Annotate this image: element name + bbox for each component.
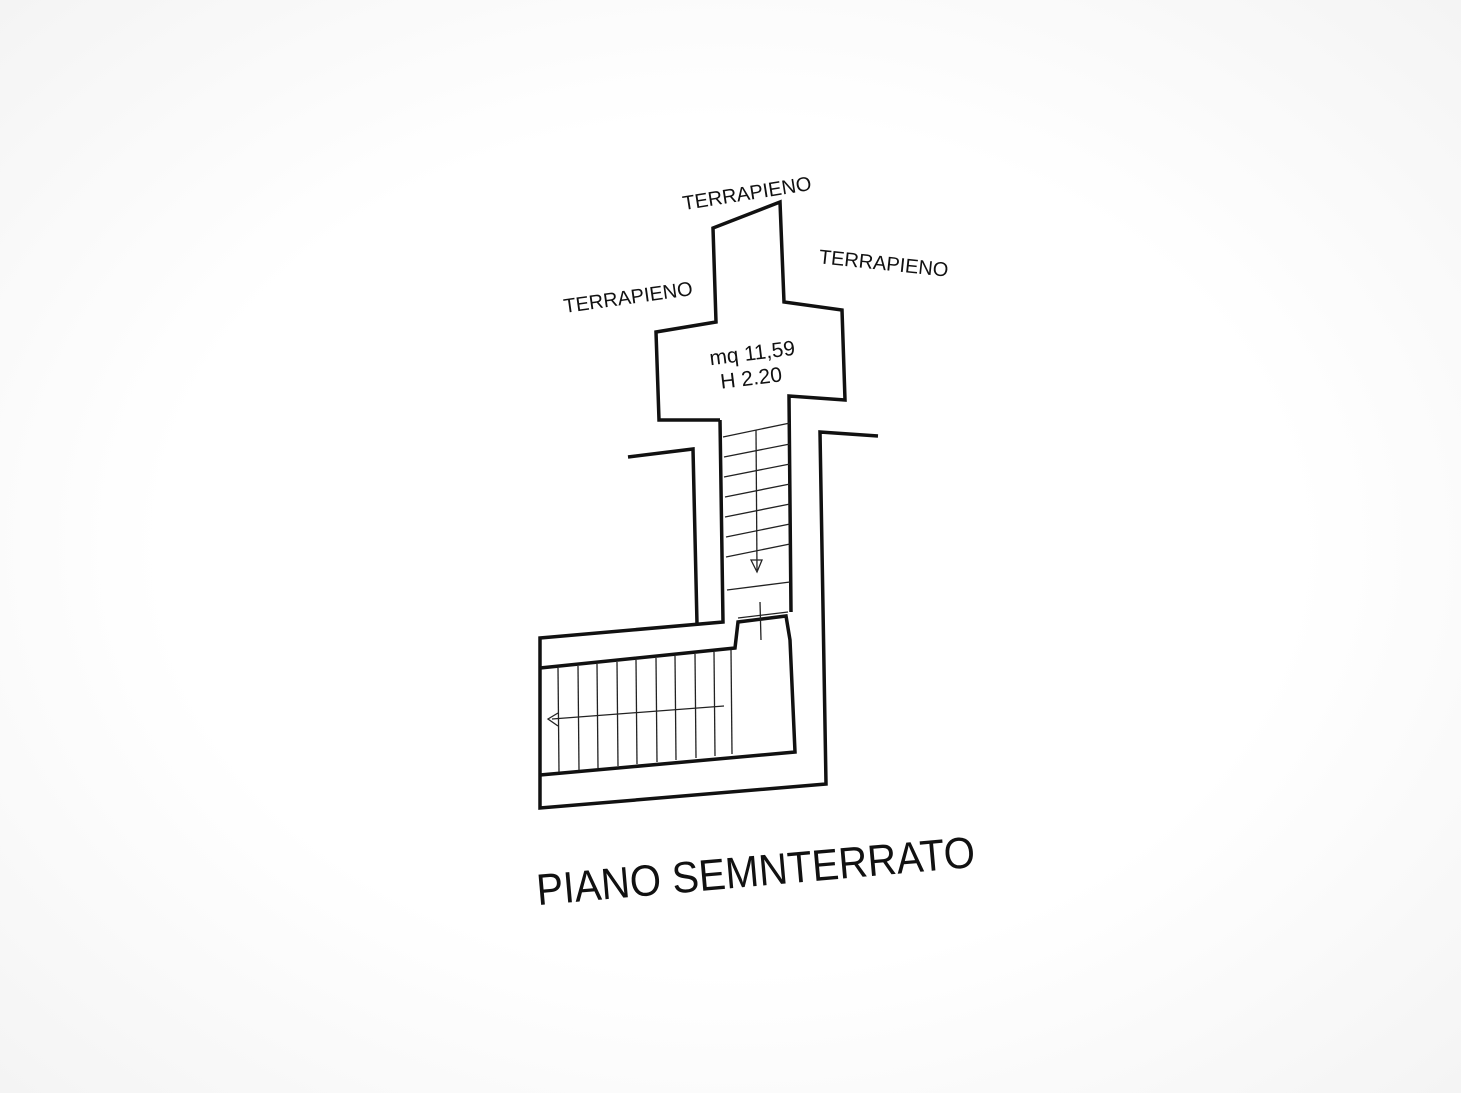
inner-wall: [627, 447, 699, 625]
label-terrapieno-left: TERRAPIENO: [562, 278, 694, 318]
corridor-wall-left: [538, 419, 879, 810]
stair-vertical: [722, 422, 791, 641]
plan-title: PIANO SEMNTERRATO: [534, 828, 977, 915]
label-terrapieno-right: TERRAPIENO: [818, 246, 950, 281]
stair-horizontal: [546, 649, 733, 773]
room-outline: [654, 199, 847, 613]
lower-inner-wall: [539, 614, 797, 777]
room-area-label: mq 11,59: [708, 337, 796, 370]
label-terrapieno-top: TERRAPIENO: [681, 173, 813, 215]
